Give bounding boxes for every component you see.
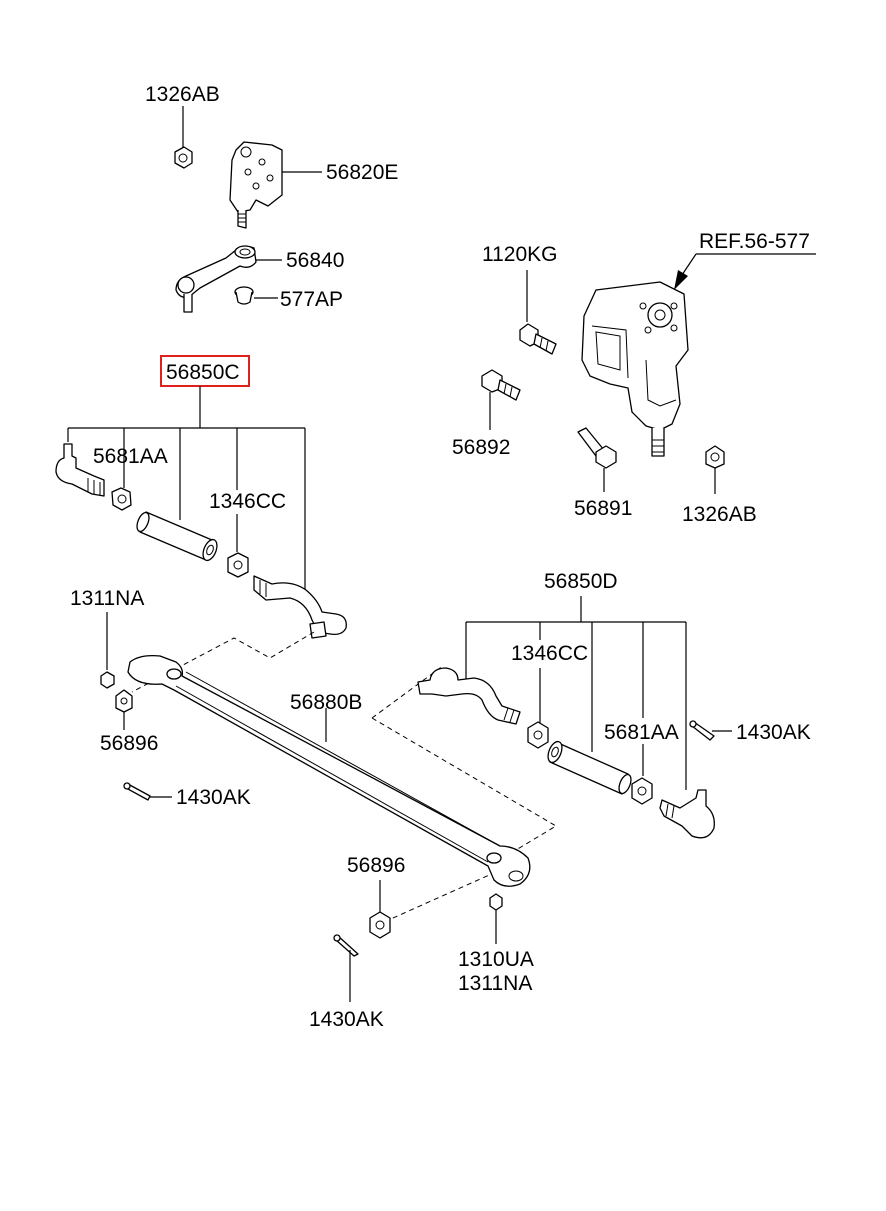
label-1310UA[interactable]: 1310UA (458, 948, 534, 971)
tie-rod-end-right[interactable] (659, 789, 715, 839)
label-56850D[interactable]: 56850D (544, 570, 618, 593)
label-1326AB-right[interactable]: 1326AB (682, 503, 757, 526)
label-56820E[interactable]: 56820E (326, 161, 398, 184)
label-56892[interactable]: 56892 (452, 436, 510, 459)
idler-arm-group: 1326AB 56820E 56840 (145, 83, 398, 313)
bolt-1120KG[interactable] (519, 323, 557, 355)
label-1311NA-left[interactable]: 1311NA (70, 587, 144, 610)
label-56840[interactable]: 56840 (286, 249, 344, 272)
label-REF.56-577[interactable]: REF.56-577 (699, 230, 810, 253)
nut-1310UA[interactable] (489, 893, 503, 911)
label-1430AK-left[interactable]: 1430AK (176, 786, 251, 809)
tie-rod-end-inner-right[interactable] (417, 667, 521, 725)
relay-rod-56880B[interactable] (127, 654, 531, 887)
cotter-pin-1430AK-left[interactable] (123, 782, 151, 801)
cotter-pin-1430AK-right[interactable] (689, 720, 715, 741)
relay-rod-group: 56880B 1311NA 56896 1430AK 56896 (70, 587, 557, 1031)
label-1120KG[interactable]: 1120KG (482, 243, 558, 266)
bolt-56892[interactable] (481, 369, 521, 401)
label-577AP[interactable]: 577AP (280, 288, 343, 311)
label-56896-bottom[interactable]: 56896 (347, 854, 405, 877)
nut-1311NA-left[interactable] (100, 671, 115, 689)
ref-arrow (674, 270, 688, 290)
cotter-pin-1430AK-bottom[interactable] (333, 934, 359, 957)
nut-56896-left[interactable] (115, 689, 133, 713)
tie-rod-assembly-left: 56850C 5681AA (55, 355, 347, 639)
nut-1346CC-left[interactable] (227, 552, 249, 578)
nut-1326AB-right[interactable] (705, 445, 725, 469)
label-1430AK-bottom[interactable]: 1430AK (309, 1008, 384, 1031)
steering-gear-box[interactable] (581, 281, 689, 457)
label-1311NA-bottom[interactable]: 1311NA (458, 972, 532, 995)
nut-56896-bottom[interactable] (369, 911, 391, 939)
nut-1346CC-right[interactable] (527, 721, 549, 749)
arm-56840[interactable] (175, 245, 257, 313)
label-56850C[interactable]: 56850C (166, 361, 240, 384)
label-56891[interactable]: 56891 (574, 497, 632, 520)
label-5681AA-left[interactable]: 5681AA (93, 445, 168, 468)
label-56896-left[interactable]: 56896 (100, 732, 158, 755)
label-1346CC-right[interactable]: 1346CC (511, 642, 588, 665)
nut-5681AA-right[interactable] (631, 777, 653, 805)
label-1326AB-top[interactable]: 1326AB (145, 83, 220, 106)
nut-1326AB-top[interactable] (174, 146, 193, 169)
cap-577AP[interactable] (234, 286, 254, 305)
label-1430AK-right[interactable]: 1430AK (736, 721, 811, 744)
nut-5681AA-left[interactable] (111, 487, 132, 511)
tie-rod-end-inner-left[interactable] (253, 575, 347, 639)
adjusting-sleeve-left[interactable] (135, 511, 220, 563)
label-5681AA-right[interactable]: 5681AA (604, 721, 679, 744)
adjusting-sleeve-right[interactable] (545, 740, 633, 796)
tie-rod-assembly-right: 56850D 1346CC 5681AA (417, 570, 811, 839)
highlight-box-56850C (160, 355, 250, 387)
label-1346CC-left[interactable]: 1346CC (209, 490, 286, 513)
tie-rod-end-left[interactable] (55, 443, 105, 497)
bracket-56820E[interactable] (229, 141, 283, 229)
bolt-56891[interactable] (577, 427, 617, 469)
label-56880B[interactable]: 56880B (290, 691, 362, 714)
steering-gear-group: REF.56-577 1120KG (452, 230, 816, 526)
